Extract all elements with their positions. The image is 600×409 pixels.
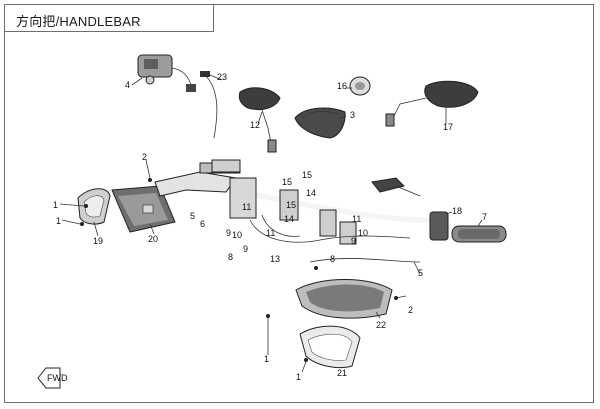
- callout-15-b: 15: [302, 170, 312, 180]
- callout-2-right: 2: [408, 305, 413, 315]
- callout-11-b: 11: [266, 228, 275, 238]
- callout-8-a: 8: [228, 252, 233, 262]
- callout-16: 16: [337, 81, 347, 91]
- master-cylinder: [137, 54, 196, 92]
- front-badge-text: FWD: [47, 373, 68, 383]
- callout-labels: 4 23 2 16 3 12 17 1 1 19 20 5 6 9 10 8 9…: [53, 72, 487, 382]
- left-hand-guard: [77, 188, 111, 225]
- left-mirror: [238, 87, 281, 153]
- callout-14-a: 14: [306, 188, 316, 198]
- callout-9-c: 9: [351, 236, 356, 246]
- fasteners: [80, 178, 398, 362]
- deflector-21: [299, 325, 361, 369]
- callout-1-b: 1: [56, 216, 61, 226]
- callout-18: 18: [452, 206, 462, 216]
- title-box: 方向把/HANDLEBAR: [4, 4, 214, 32]
- right-grip: [451, 225, 507, 243]
- drawing-frame: [4, 4, 594, 403]
- callout-20: 20: [148, 234, 158, 244]
- callout-7: 7: [482, 212, 487, 222]
- callout-12: 12: [250, 120, 260, 130]
- cap-16: [349, 76, 371, 96]
- callout-23: 23: [217, 72, 227, 82]
- callout-10-a: 10: [232, 230, 242, 240]
- callout-13: 13: [270, 254, 280, 264]
- leader-lines: [59, 74, 483, 373]
- right-switch-housing: [429, 211, 449, 241]
- callout-1-c: 1: [264, 354, 269, 364]
- callout-9-a: 9: [226, 228, 231, 238]
- cable-23: [204, 74, 218, 139]
- front-direction-badge: FWD: [37, 367, 68, 389]
- callout-10-b: 10: [358, 228, 368, 238]
- callout-1-a: 1: [53, 200, 58, 210]
- callout-8-b: 8: [330, 254, 335, 264]
- lower-cable: [249, 219, 411, 243]
- callout-3: 3: [350, 110, 355, 120]
- callout-1-d: 1: [296, 372, 301, 382]
- right-hand-guard: [295, 279, 393, 319]
- callout-6: 6: [200, 219, 205, 229]
- lower-hose: [309, 258, 421, 263]
- callout-2-top: 2: [142, 152, 147, 162]
- diagram-title: 方向把/HANDLEBAR: [16, 14, 141, 29]
- callout-4: 4: [125, 80, 130, 90]
- callout-14-b: 14: [284, 214, 294, 224]
- callout-15-c: 15: [286, 200, 296, 210]
- callout-15-a: 15: [282, 177, 292, 187]
- callout-11-c: 11: [352, 214, 361, 224]
- right-mirror: [385, 80, 479, 127]
- callout-9-b: 9: [243, 244, 248, 254]
- callout-19: 19: [93, 236, 103, 246]
- callout-21: 21: [337, 368, 347, 378]
- cover-3: [294, 107, 346, 139]
- left-switch-housing: [111, 185, 176, 233]
- center-riser-clamps: [211, 159, 357, 245]
- lower-cable-2: [261, 214, 301, 237]
- callout-17: 17: [443, 122, 453, 132]
- callout-5-right: 5: [418, 268, 423, 278]
- cable-end: [200, 71, 210, 77]
- right-brake-lever: [371, 177, 421, 197]
- callout-11-a: 11: [242, 202, 251, 212]
- callout-22: 22: [376, 320, 386, 330]
- callout-5-left: 5: [190, 211, 195, 221]
